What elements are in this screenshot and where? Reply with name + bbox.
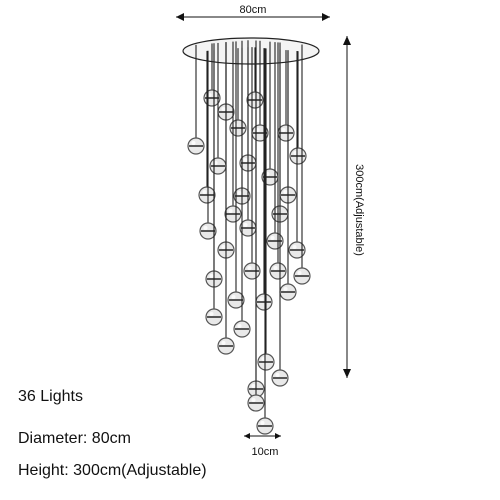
lights-count-text: 36 Lights: [18, 388, 83, 405]
pendant-globe: [205, 308, 223, 326]
top-width-label: 80cm: [240, 4, 267, 16]
pendant-globe: [247, 394, 265, 412]
pendant-globe: [289, 147, 307, 165]
pendant-globe: [266, 232, 284, 250]
pendant-globe: [246, 91, 264, 109]
ceiling-canopy: [182, 37, 320, 65]
bottom-width-label: 10cm: [252, 446, 279, 458]
pendant-globe: [257, 353, 275, 371]
pendant-globe: [187, 137, 205, 155]
height-dimension: [343, 36, 351, 378]
height-label: 300cm(Adjustable): [353, 164, 365, 256]
pendant-globe: [288, 241, 306, 259]
pendant-group: [187, 40, 311, 435]
pendant-globe: [199, 222, 217, 240]
pendant-globe: [269, 262, 287, 280]
pendant-globe: [279, 283, 297, 301]
top-width-dimension: [176, 13, 330, 21]
bottom-width-dimension: [244, 433, 281, 439]
pendant-globe: [293, 267, 311, 285]
pendant-globe: [229, 119, 247, 137]
pendant-globe: [224, 205, 242, 223]
pendant-globe: [227, 291, 245, 309]
height-text: Height: 300cm(Adjustable): [18, 462, 207, 479]
pendant-globe: [271, 369, 289, 387]
pendant-globe: [233, 320, 251, 338]
pendant-globe: [217, 337, 235, 355]
pendant-globe: [198, 186, 216, 204]
diameter-text: Diameter: 80cm: [18, 430, 131, 447]
pendant-globe: [256, 417, 274, 435]
pendant-globe: [255, 293, 273, 311]
pendant-globe: [209, 157, 227, 175]
pendant-globe: [243, 262, 261, 280]
